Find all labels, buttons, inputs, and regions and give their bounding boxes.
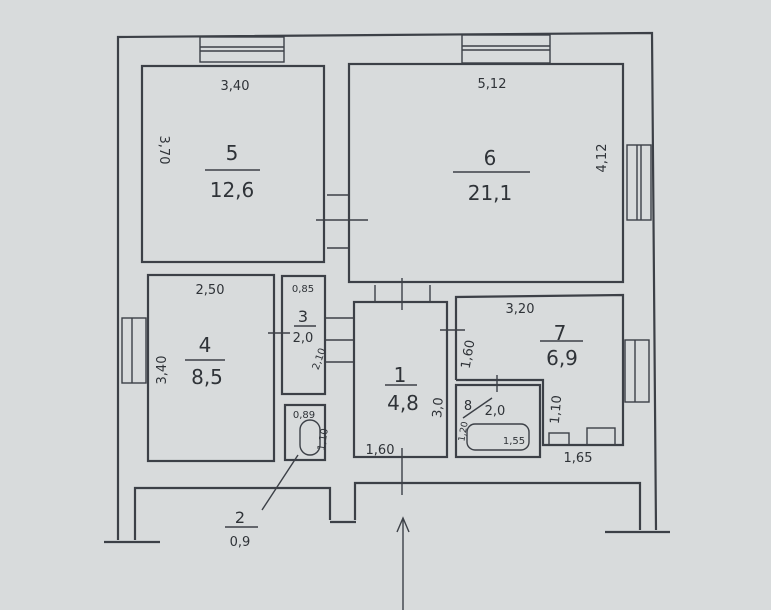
outer-walls bbox=[104, 31, 670, 544]
room-8-width: 1,55 bbox=[503, 436, 525, 447]
room-1-height: 3,0 bbox=[430, 397, 447, 419]
room-7-width: 3,20 bbox=[506, 302, 535, 317]
room-7-area: 6,9 bbox=[546, 346, 578, 370]
room-8 bbox=[454, 383, 542, 459]
room-7-extra-width: 1,65 bbox=[564, 451, 593, 466]
room-3-number: 3 bbox=[298, 307, 308, 326]
room-walls bbox=[140, 62, 625, 463]
doors bbox=[268, 194, 498, 495]
room-1-number: 1 bbox=[394, 363, 407, 387]
room-7-extra-height: 1,10 bbox=[548, 395, 565, 425]
room-5-height: 3,70 bbox=[156, 136, 171, 165]
room-3-width: 0,85 bbox=[292, 284, 314, 295]
room-6-number: 6 bbox=[484, 146, 497, 170]
room-4-height: 3,40 bbox=[155, 356, 170, 385]
room-4 bbox=[146, 273, 276, 463]
windows bbox=[121, 34, 652, 403]
room-8-height: 1,20 bbox=[457, 421, 470, 443]
room-6 bbox=[347, 62, 625, 284]
room-4-area: 8,5 bbox=[191, 365, 223, 389]
room-5-width: 3,40 bbox=[221, 79, 250, 94]
room-5-number: 5 bbox=[226, 141, 239, 165]
room-6-area: 21,1 bbox=[468, 181, 513, 205]
room-7 bbox=[454, 293, 625, 447]
room-1-width: 1,60 bbox=[366, 443, 395, 458]
room-2 bbox=[283, 403, 327, 462]
room-1 bbox=[352, 300, 449, 459]
room-4-width: 2,50 bbox=[196, 283, 225, 298]
room-6-height: 4,12 bbox=[595, 144, 610, 173]
room-5 bbox=[140, 64, 326, 264]
room-8-area: 2,0 bbox=[485, 404, 506, 419]
room-2-leader-line bbox=[261, 454, 299, 511]
entrance-arrow bbox=[261, 454, 410, 610]
room-2-area: 0,9 bbox=[230, 535, 251, 550]
toilet bbox=[299, 419, 321, 456]
room-2-number: 2 bbox=[235, 508, 245, 527]
room-6-width: 5,12 bbox=[478, 77, 507, 92]
room-3 bbox=[280, 274, 327, 396]
room-3-area: 2,0 bbox=[293, 331, 314, 346]
room-7-height: 1,60 bbox=[459, 339, 479, 370]
room-1-area: 4,8 bbox=[387, 391, 419, 415]
stove bbox=[586, 427, 616, 446]
room-2-width: 0,89 bbox=[293, 410, 315, 421]
room-7-number: 7 bbox=[554, 321, 567, 345]
room-2-height: 1,10 bbox=[316, 428, 331, 452]
room-5-area: 12,6 bbox=[210, 178, 255, 202]
room-8-number: 8 bbox=[464, 399, 472, 414]
sink bbox=[548, 432, 570, 446]
room-4-number: 4 bbox=[199, 333, 212, 357]
bathtub bbox=[466, 423, 530, 451]
